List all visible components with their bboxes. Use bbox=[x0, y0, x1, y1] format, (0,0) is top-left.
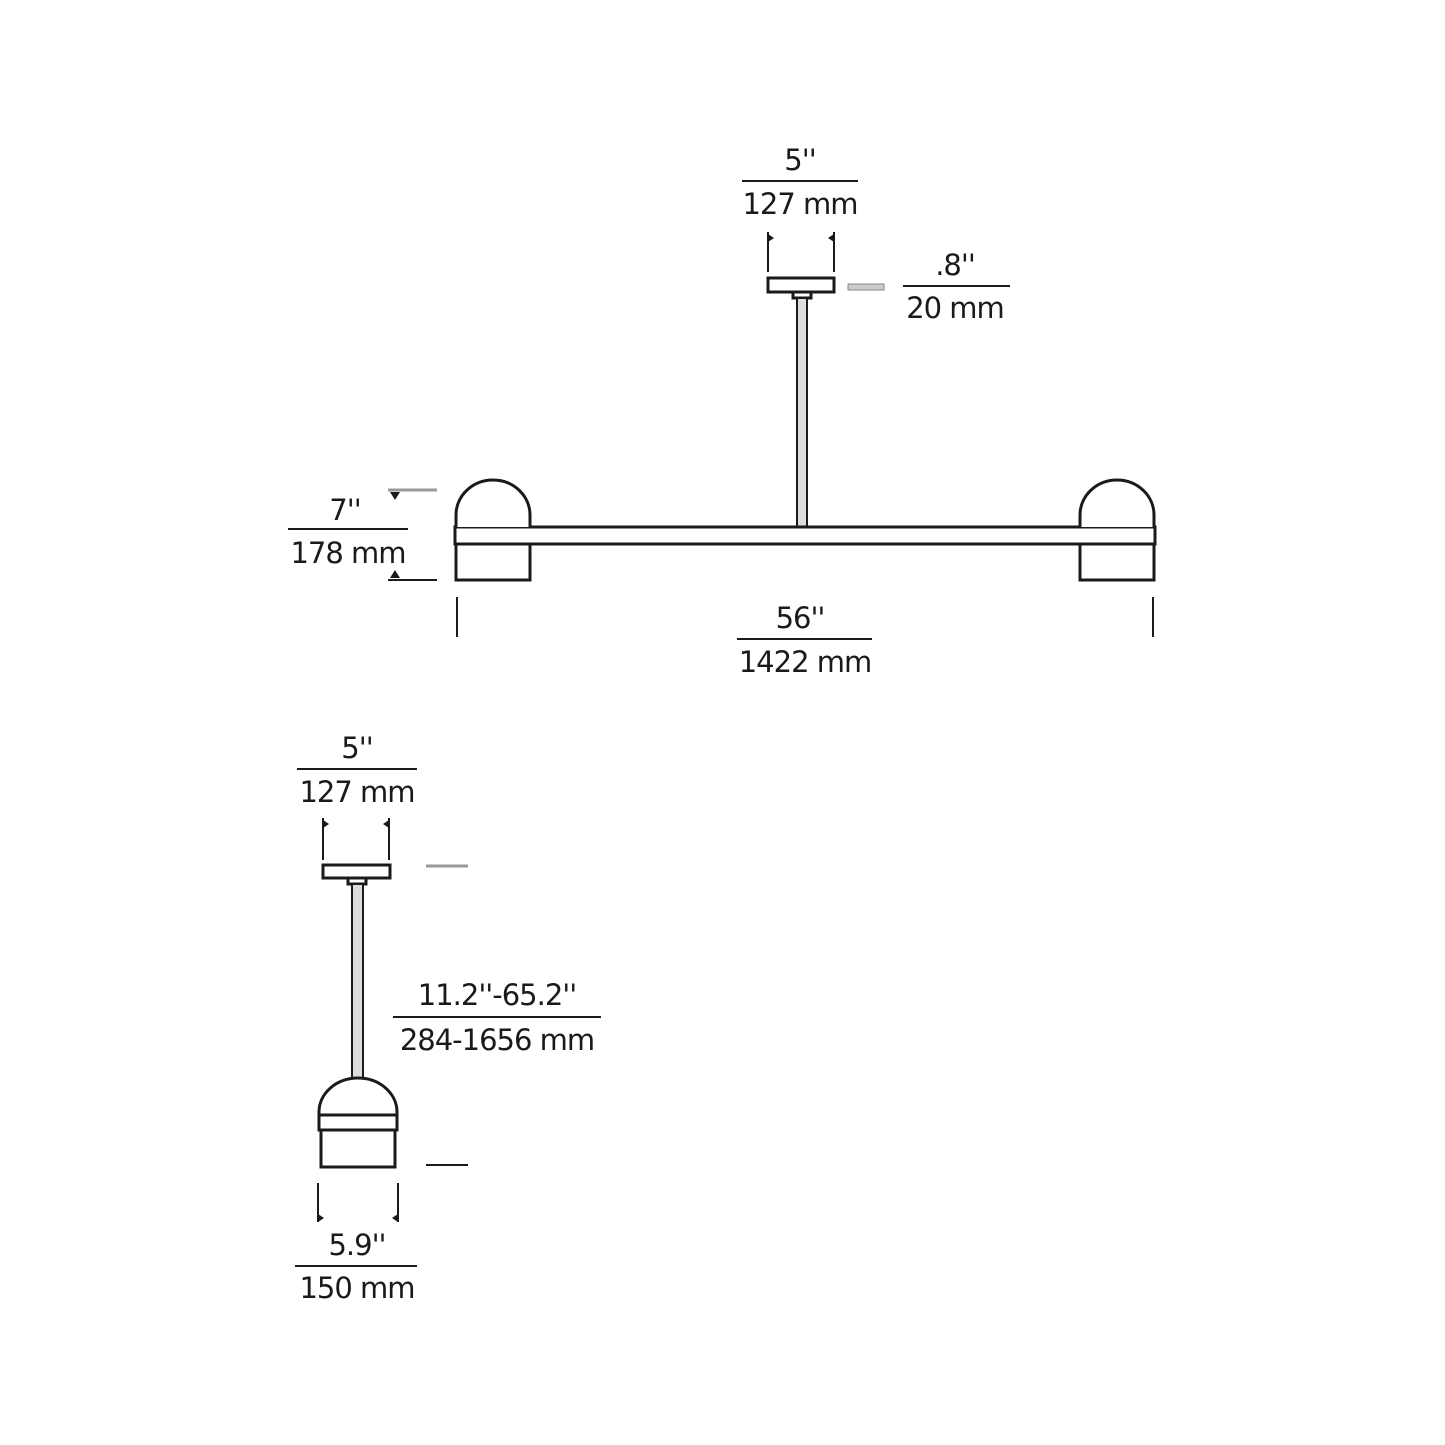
side-canopy-dimension-lines bbox=[322, 818, 390, 860]
canopy-height-inches: .8'' bbox=[935, 248, 975, 282]
shade-width-mm: 150 mm bbox=[299, 1271, 414, 1305]
arrow-icon bbox=[323, 820, 389, 828]
arrow-icon bbox=[390, 570, 400, 578]
side-shade bbox=[317, 1076, 399, 1169]
left-shade bbox=[454, 478, 532, 582]
front-view: 5'' 127 mm .8'' 20 mm 7'' 178 mm 56'' 1 bbox=[288, 143, 1157, 679]
canopy-width-inches: 5'' bbox=[784, 143, 815, 177]
shade-width-dimension-lines bbox=[317, 1183, 399, 1222]
canopy-height-mm: 20 mm bbox=[906, 291, 1004, 325]
canopy-width-mm: 127 mm bbox=[742, 187, 857, 221]
overall-width-inches: 56'' bbox=[776, 601, 825, 635]
arrow-icon bbox=[390, 492, 400, 500]
canopy-width-dimension-lines bbox=[767, 232, 835, 272]
shade-height-inches: 7'' bbox=[329, 493, 360, 527]
side-canopy-width-mm: 127 mm bbox=[299, 775, 414, 809]
stem bbox=[796, 297, 808, 528]
side-canopy-width-inches: 5'' bbox=[341, 731, 372, 765]
horizontal-bar bbox=[453, 525, 1157, 546]
arrow-icon bbox=[768, 234, 834, 242]
shade-width-inches: 5.9'' bbox=[328, 1228, 385, 1262]
right-shade bbox=[1078, 478, 1156, 582]
overall-width-mm: 1422 mm bbox=[739, 645, 872, 679]
side-stem bbox=[351, 883, 364, 1080]
canopy bbox=[766, 276, 836, 294]
side-canopy bbox=[321, 863, 392, 880]
side-view: 5'' 127 mm 11.2''-65.2'' 284-1656 mm 5.9… bbox=[295, 731, 601, 1305]
shade-height-mm: 178 mm bbox=[290, 536, 405, 570]
overall-width-dimension-lines bbox=[456, 597, 1154, 637]
overall-height-mm: 284-1656 mm bbox=[400, 1023, 594, 1057]
overall-height-inches: 11.2''-65.2'' bbox=[418, 978, 577, 1012]
arrow-icon bbox=[318, 1214, 398, 1222]
canopy-height-marker bbox=[847, 283, 885, 291]
